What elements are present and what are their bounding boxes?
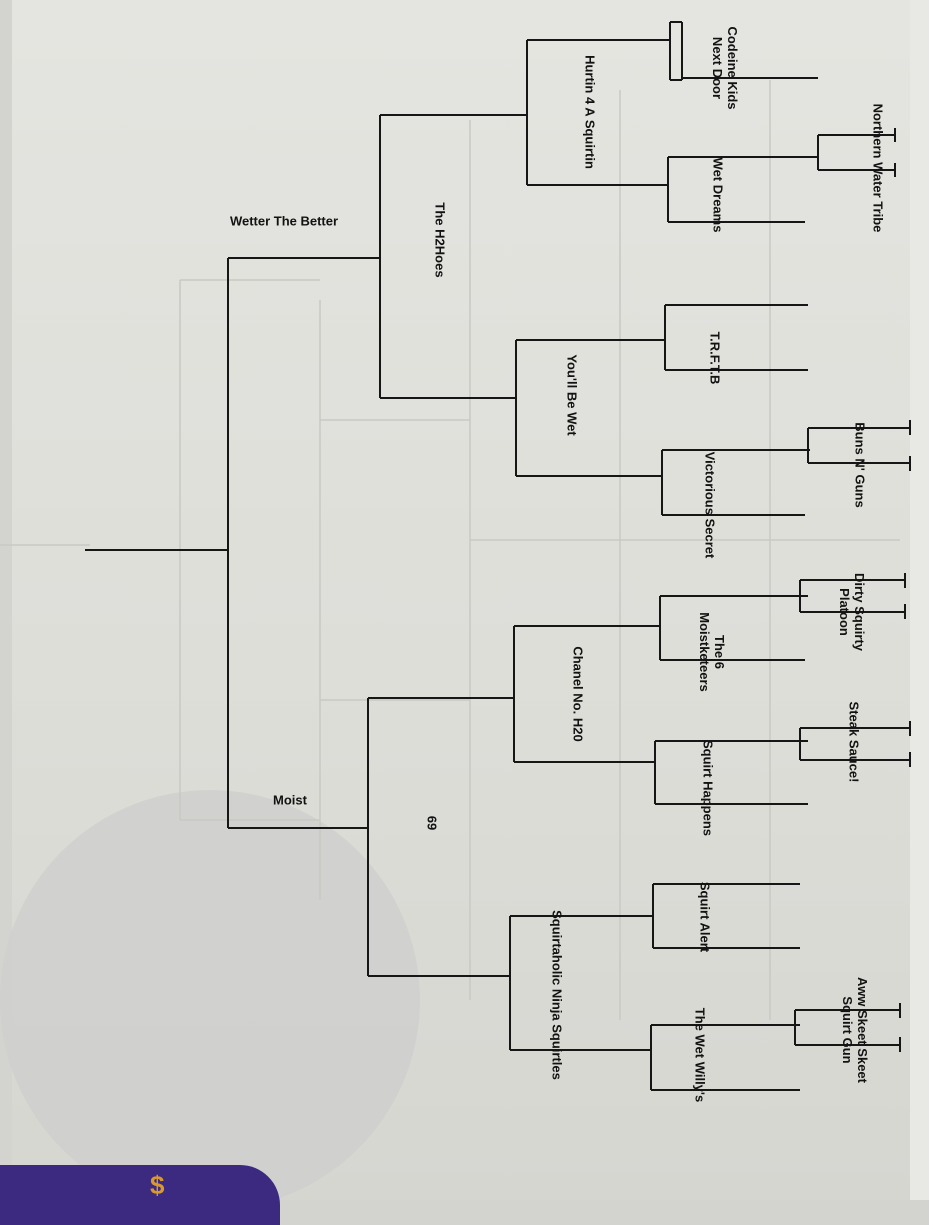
team-aww-skeet-skeet-squirt-gun: Aww Skeet Skeet Squirt Gun (840, 977, 870, 1083)
team-squirt-alert: Squirt Alert (697, 881, 713, 953)
round2-squirtaholic-ninja-squirtles: Squirtaholic Ninja Squirtles (549, 910, 565, 1080)
semifinal-winner-wetter-the-better: Wetter The Better (229, 213, 339, 229)
r16-bracket-7 (652, 883, 800, 949)
bracket-lines (0, 21, 911, 1091)
r32-bracket-1 (817, 128, 896, 177)
round2-chanel-no-h20: Chanel No. H20 (570, 646, 586, 742)
team-buns-n-guns: Buns N' Guns (852, 422, 868, 508)
show-through-grid (0, 80, 900, 1020)
team-steak-sauce: Steak Sauce! (846, 701, 862, 783)
r32-bracket-5 (794, 1003, 901, 1052)
r16-bracket-2 (667, 156, 818, 223)
semifinal-top-bracket (379, 114, 527, 399)
qf-bracket-2 (515, 339, 665, 477)
team-wet-dreams: Wet Dreams (710, 157, 726, 233)
qf-bracket-3 (513, 625, 660, 763)
round2-hurtin-4-a-squirtin: Hurtin 4 A Squirtin (582, 55, 598, 169)
shadow-circle (0, 790, 420, 1210)
r16-bracket-3 (664, 304, 808, 371)
r16-bracket-6 (654, 740, 808, 805)
corner-logo-disc (0, 1165, 280, 1225)
round2-youll-be-wet: You'll Be Wet (564, 354, 580, 436)
team-victorious-secret: Victorious Secret (702, 451, 718, 559)
qf-bracket-1 (526, 39, 670, 186)
r16-bracket-8 (650, 1024, 800, 1091)
team-the-6-moistketeers: The 6 Moistketeers (697, 612, 727, 692)
team-the-wet-willys: The Wet Willy's (692, 1007, 708, 1103)
team-squirt-happens: Squirt Happens (700, 739, 716, 837)
round3-the-h2hoes: The H2Hoes (432, 202, 448, 278)
r32-bracket-2 (807, 420, 911, 471)
team-northern-water-tribe: Northern Water Tribe (870, 103, 886, 233)
team-dirty-squirty-platoon: Dirty Squirty Platoon (837, 572, 867, 652)
r16-bracket-1 (669, 21, 818, 81)
round3-69: 69 (424, 815, 440, 831)
corner-logo-mark-icon: $ (150, 1170, 165, 1200)
r32-bracket-3 (799, 573, 906, 619)
team-codeine-kids: Codeine Kids Next Door (710, 26, 740, 110)
semifinal-bottom-bracket (367, 697, 514, 977)
sheet-edge (910, 0, 929, 1200)
r16-bracket-5 (659, 595, 808, 661)
r32-bracket-4 (799, 721, 911, 767)
team-trftb: T.R.F.T.B (707, 331, 723, 385)
r16-bracket-4 (661, 449, 810, 516)
semifinal-winner-moist: Moist (273, 792, 307, 808)
qf-bracket-4 (509, 915, 653, 1051)
